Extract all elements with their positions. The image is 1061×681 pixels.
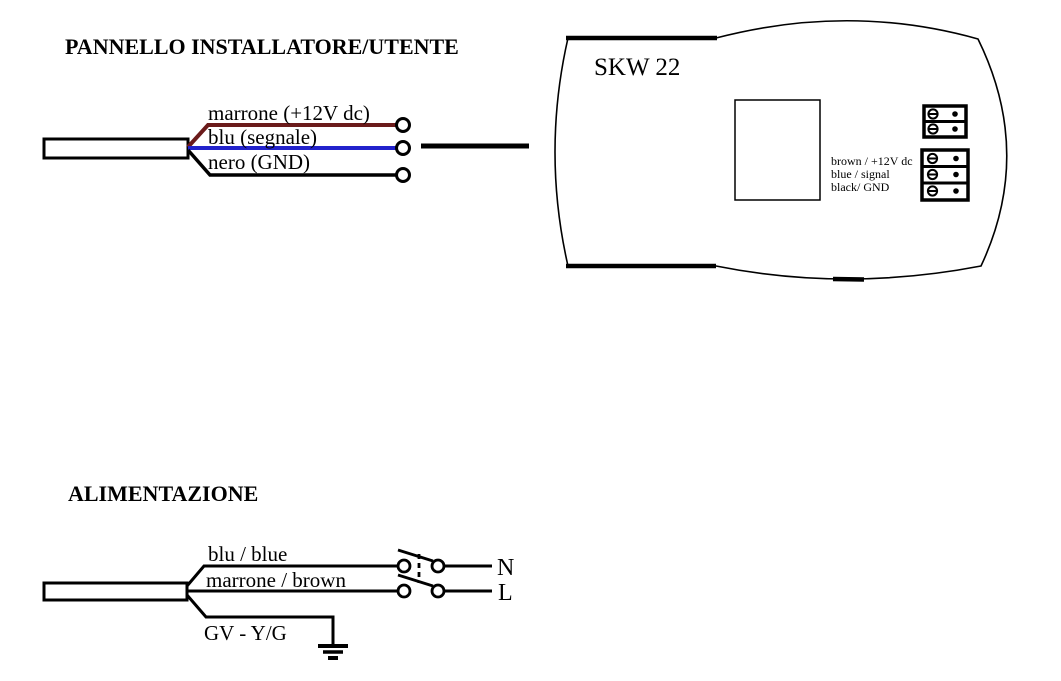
skw22-device: SKW 22 bbox=[554, 19, 1008, 282]
blue-wire-terminal-ring bbox=[395, 140, 411, 156]
terminal-block-bottom bbox=[920, 148, 970, 202]
panel-section: PANNELLO INSTALLATORE/UTENTE marrone (+1… bbox=[42, 34, 529, 183]
black-wire-terminal-ring bbox=[395, 167, 411, 183]
terminal-label-black: black/ GND bbox=[831, 180, 890, 194]
double-pole-switch-icon bbox=[396, 548, 446, 599]
wire-entry-dot bbox=[952, 126, 958, 132]
brown-signal-wire bbox=[186, 123, 396, 149]
power-cable-sheath bbox=[42, 581, 189, 602]
switch-contact-ring bbox=[396, 558, 412, 574]
brown-wire-label: marrone (+12V dc) bbox=[208, 101, 370, 125]
power-earth-wire-label: GV - Y/G bbox=[204, 621, 287, 645]
ground-symbol-icon bbox=[318, 644, 348, 660]
panel-section-title: PANNELLO INSTALLATORE/UTENTE bbox=[65, 34, 459, 59]
neutral-terminal-label: N bbox=[497, 555, 514, 581]
terminal-label-blue: blue / signal bbox=[831, 167, 890, 181]
switch-lever-top bbox=[397, 548, 434, 563]
wire-entry-dot bbox=[953, 188, 959, 194]
switch-contact-ring bbox=[430, 583, 446, 599]
panel-cable-sheath bbox=[42, 137, 190, 160]
wire-entry-dot bbox=[952, 111, 958, 117]
power-brown-wire-label: marrone / brown bbox=[206, 568, 346, 592]
switch-contact-ring bbox=[396, 583, 412, 599]
device-display-window bbox=[734, 99, 821, 201]
power-blue-wire bbox=[185, 564, 398, 587]
brown-wire-terminal-ring bbox=[395, 117, 411, 133]
switch-contact-ring bbox=[430, 558, 446, 574]
device-model-label: SKW 22 bbox=[594, 54, 680, 81]
black-wire-label: nero (GND) bbox=[208, 150, 310, 174]
power-earth-wire bbox=[185, 594, 335, 644]
switch-lever-bottom bbox=[397, 573, 434, 588]
wire-entry-dot bbox=[953, 171, 959, 178]
wire-entry-dot bbox=[953, 155, 959, 162]
line-terminal-label: L bbox=[498, 580, 513, 606]
power-section-title: ALIMENTAZIONE bbox=[68, 481, 258, 506]
terminal-label-brown: brown / +12V dc bbox=[831, 154, 913, 168]
blue-wire-label: blu (segnale) bbox=[208, 125, 317, 149]
power-blue-wire-label: blu / blue bbox=[208, 542, 287, 566]
black-gnd-wire bbox=[186, 148, 396, 177]
terminal-block-top bbox=[922, 104, 968, 139]
device-bottom-center-thick bbox=[832, 276, 865, 282]
power-section: ALIMENTAZIONE blu / blue marrone / brown… bbox=[42, 481, 514, 660]
